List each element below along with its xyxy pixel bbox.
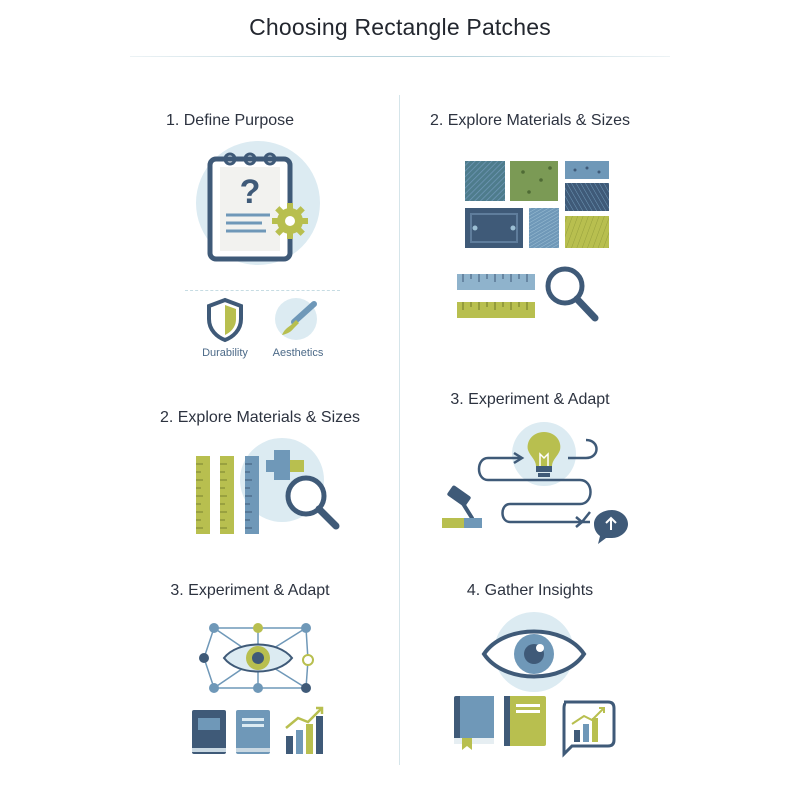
page-title: Choosing Rectangle Patches <box>249 14 551 40</box>
section-heading-experiment-adapt-right: 3. Experiment & Adapt <box>450 391 610 408</box>
column-divider <box>399 95 400 765</box>
title-divider <box>130 56 670 57</box>
eye-network-books-chart-icon <box>192 623 324 754</box>
lightbulb-path-hammer-icon <box>442 422 628 544</box>
paintbrush-icon <box>275 298 317 340</box>
notebook-question-gear-icon: ? <box>196 141 320 265</box>
section-heading-explore-materials-top: 2. Explore Materials & Sizes <box>429 112 631 129</box>
criterion-label-aesthetics: Aesthetics <box>272 347 324 359</box>
section-heading-experiment-adapt-left: 3. Experiment & Adapt <box>170 582 330 599</box>
rulers-magnifier-icon <box>196 438 340 534</box>
fabric-swatches-ruler-magnifier-icon <box>457 161 609 322</box>
section-heading-define-purpose: 1. Define Purpose <box>165 112 295 129</box>
shield-icon <box>207 297 243 343</box>
criterion-label-durability: Durability <box>202 347 248 359</box>
section-heading-gather-insights: 4. Gather Insights <box>466 582 594 599</box>
criteria-divider <box>185 290 340 291</box>
svg-text:?: ? <box>240 173 261 211</box>
section-heading-explore-materials-mid: 2. Explore Materials & Sizes <box>159 409 361 426</box>
eye-books-chart-icon <box>454 612 616 758</box>
